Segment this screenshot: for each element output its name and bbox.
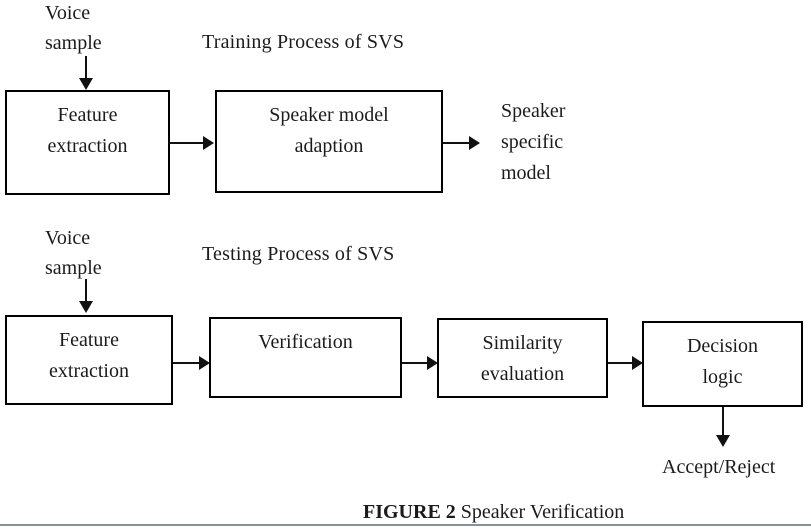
testing-section-title: Testing Process of SVS xyxy=(202,243,395,265)
arrow-right-icon xyxy=(443,136,480,150)
arrow-shaft xyxy=(402,362,428,364)
figure-caption-text: Speaker Verification xyxy=(455,501,625,523)
box-label-line1: Verification xyxy=(258,331,353,353)
voice-sample-line2: sample xyxy=(45,257,102,279)
voice-sample-line2: sample xyxy=(45,32,102,54)
box-label-line1: Feature xyxy=(59,329,119,351)
box-label-line1: Similarity xyxy=(482,332,563,354)
speaker-model-adaption-box: Speaker model adaption xyxy=(215,90,443,193)
arrow-shaft xyxy=(170,142,204,144)
training-section-title: Training Process of SVS xyxy=(202,31,405,53)
figure-caption-number: FIGURE 2 xyxy=(363,501,456,523)
training-voice-sample-label: Voice sample xyxy=(45,0,102,58)
decision-logic-box: Decision logic xyxy=(642,321,803,407)
output-line3: model xyxy=(501,162,551,184)
arrow-right-icon xyxy=(608,356,643,370)
arrow-shaft xyxy=(608,362,633,364)
arrow-shaft xyxy=(722,407,724,436)
arrow-head xyxy=(203,136,214,150)
box-label-line1: Feature xyxy=(57,104,118,126)
arrow-head xyxy=(469,136,480,150)
arrow-shaft xyxy=(443,142,470,144)
box-label-line2: logic xyxy=(702,366,743,388)
training-feature-extraction-box: Feature extraction xyxy=(5,90,170,195)
similarity-evaluation-box: Similarity evaluation xyxy=(437,318,608,398)
box-label-line1: Decision xyxy=(686,335,759,357)
speaker-specific-model-label: Speaker specific model xyxy=(501,96,565,189)
accept-reject-label: Accept/Reject xyxy=(662,456,776,478)
arrow-shaft xyxy=(173,362,200,364)
box-label-line2: adaption xyxy=(294,135,364,157)
arrow-head xyxy=(427,356,438,370)
testing-voice-sample-label: Voice sample xyxy=(45,223,102,283)
arrow-head xyxy=(632,356,643,370)
box-label-line2: evaluation xyxy=(480,363,565,385)
arrow-shaft xyxy=(85,56,87,79)
arrow-head xyxy=(79,78,93,90)
arrow-down-icon xyxy=(78,56,94,90)
verification-box: Verification xyxy=(209,317,402,398)
arrow-head xyxy=(199,356,210,370)
output-line1: Speaker xyxy=(501,100,566,122)
box-label-line2: extraction xyxy=(47,135,128,157)
voice-sample-line1: Voice xyxy=(45,227,91,249)
output-line2: specific xyxy=(501,131,564,153)
box-label-line2: extraction xyxy=(49,360,129,382)
bottom-divider xyxy=(0,524,811,526)
arrow-right-icon xyxy=(170,136,214,150)
box-label-line1: Speaker model xyxy=(269,104,389,126)
arrow-right-icon xyxy=(402,356,438,370)
arrow-head xyxy=(79,301,93,313)
testing-feature-extraction-box: Feature extraction xyxy=(5,315,173,405)
figure-caption: FIGURE 2 Speaker Verification xyxy=(363,501,624,524)
arrow-down-icon xyxy=(715,407,731,447)
arrow-head xyxy=(716,435,730,447)
arrow-down-icon xyxy=(78,279,94,313)
arrow-shaft xyxy=(85,279,87,302)
arrow-right-icon xyxy=(173,356,210,370)
voice-sample-line1: Voice xyxy=(45,2,91,24)
